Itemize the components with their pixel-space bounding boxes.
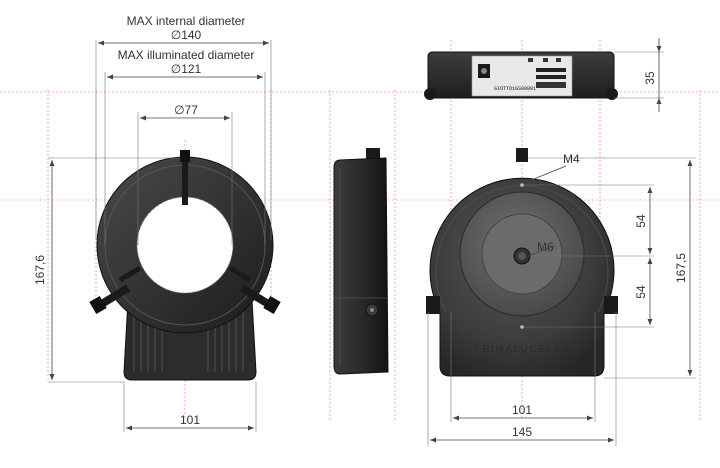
max-internal-diameter-label: MAX internal diameter <box>127 14 246 28</box>
front-view-dimensions <box>48 40 272 432</box>
dimension-width-left: 101 <box>180 413 200 427</box>
thread-m6-label: M6 <box>537 240 554 254</box>
back-view-dimensions <box>427 157 696 446</box>
top-view-dimension <box>614 38 664 112</box>
front-view-ring <box>89 150 281 381</box>
max-illuminated-diameter-label: MAX illuminated diameter <box>118 48 255 62</box>
dimension-dia-77: ∅77 <box>174 103 198 117</box>
dimension-dia-140: ∅140 <box>171 28 202 42</box>
dimension-height-right: 167,5 <box>674 253 688 283</box>
brand-label: PRIMALUCELAB <box>474 344 569 355</box>
side-view <box>333 148 389 375</box>
dimension-width-right-inner: 101 <box>512 403 532 417</box>
back-view <box>426 148 618 377</box>
model-label: GIOTTO <box>459 356 493 366</box>
thread-m4-label: M4 <box>563 152 580 166</box>
dimension-height-left: 167,6 <box>33 255 47 285</box>
dimension-depth-top: 35 <box>643 71 657 85</box>
top-view <box>424 51 618 100</box>
dimension-width-right-outer: 145 <box>512 425 532 439</box>
dimension-54-top: 54 <box>634 214 648 228</box>
dimension-dia-121: ∅121 <box>171 62 202 76</box>
serial-number: GIOTTO1GS00001 <box>494 86 536 92</box>
dimension-54-bottom: 54 <box>634 285 648 299</box>
